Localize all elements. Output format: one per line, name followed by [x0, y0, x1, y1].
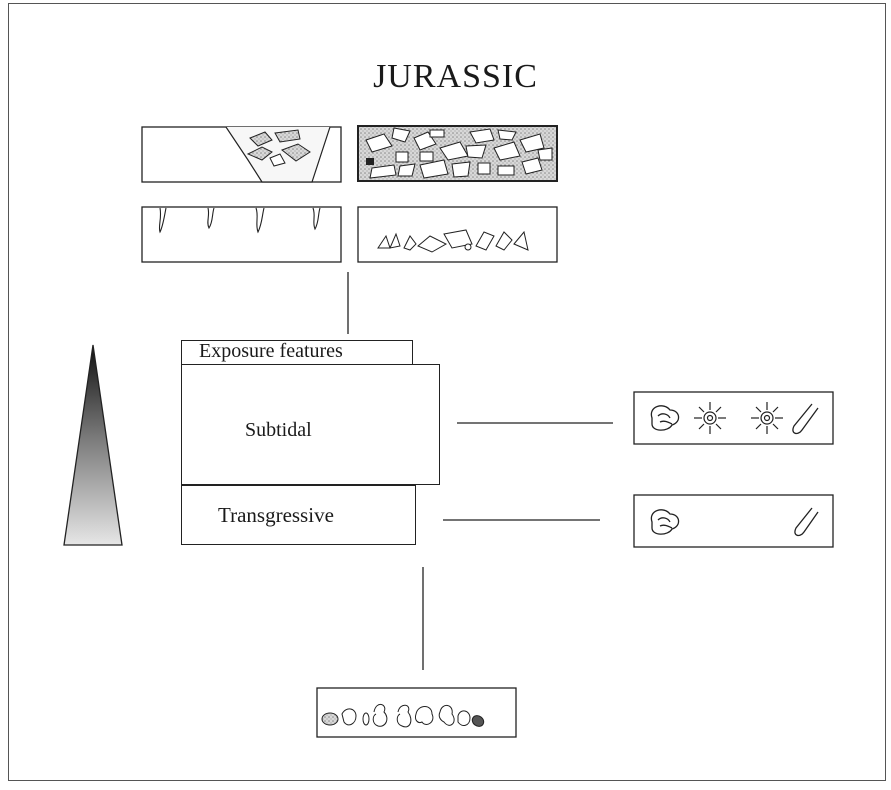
karst-breccia-box	[142, 127, 341, 182]
subtidal-label: Subtidal	[245, 419, 312, 442]
transgressive-fauna-box	[634, 495, 833, 547]
transgressive-label: Transgressive	[218, 503, 334, 528]
exposure-features-label: Exposure features	[199, 340, 343, 363]
root-traces-box	[142, 207, 341, 262]
intraclast-breccia-box	[358, 126, 557, 181]
pebbles-box	[317, 688, 516, 737]
clasts-box	[358, 207, 557, 262]
subtidal-fauna-box	[634, 392, 833, 444]
trend-triangle	[64, 345, 122, 545]
